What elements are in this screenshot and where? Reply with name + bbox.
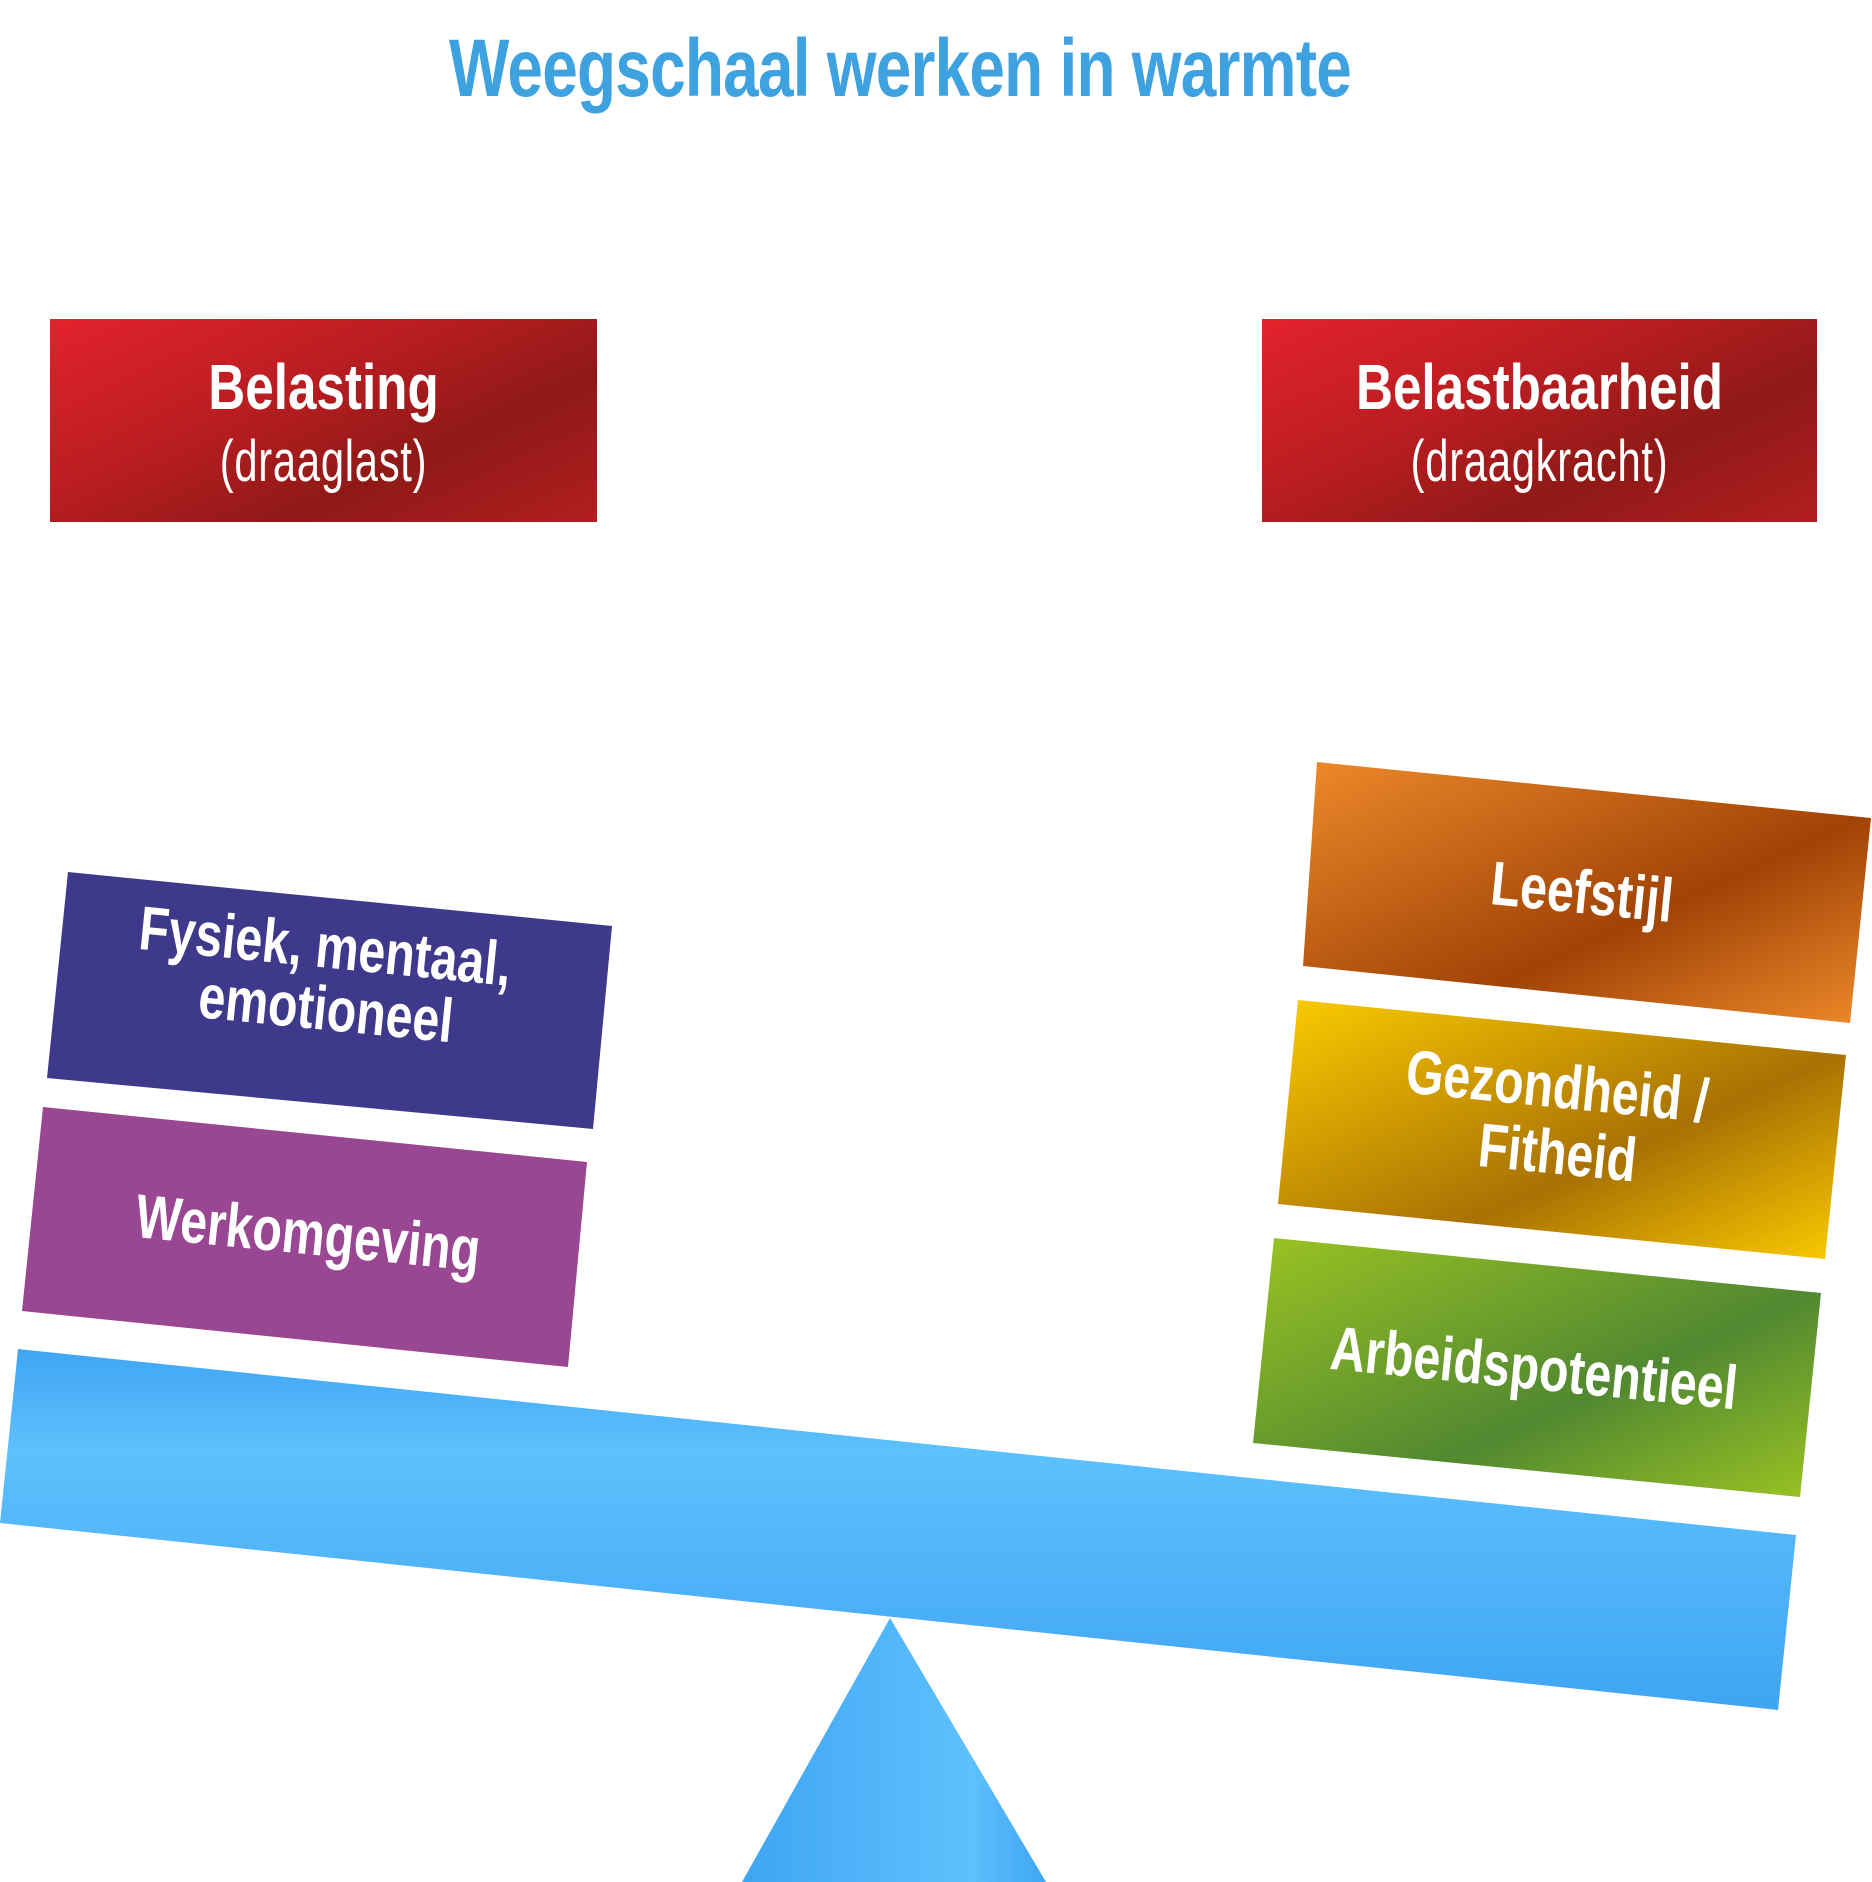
right-block-arbeidspotentieel: Arbeidspotentieel [1253, 1238, 1821, 1497]
fulcrum [742, 1618, 1046, 1882]
right-block-gezondheid-line2: Fitheid [1475, 1110, 1640, 1195]
header-belasting-title: Belasting [208, 351, 439, 423]
left-block-fysiek: Fysiek, mentaal, emotioneel [47, 872, 612, 1129]
page-title: Weegschaal werken in warmte [448, 23, 1352, 114]
right-block-leefstijl: Leefstijl [1303, 762, 1871, 1023]
header-belastbaarheid: Belastbaarheid (draagkracht) [1262, 319, 1817, 522]
right-block-gezondheid-shape [1278, 1000, 1846, 1259]
left-block-werkomgeving: Werkomgeving [22, 1107, 587, 1367]
header-belastbaarheid-title: Belastbaarheid [1355, 351, 1724, 423]
left-block-werkomgeving-shape [22, 1107, 587, 1367]
scale-beam [0, 1349, 1796, 1710]
left-block-fysiek-shape [47, 872, 612, 1129]
header-belasting-subtitle: (draaglast) [219, 429, 428, 494]
header-belastbaarheid-subtitle: (draagkracht) [1410, 429, 1669, 494]
right-block-arbeidspotentieel-shape [1253, 1238, 1821, 1497]
right-block-leefstijl-shape [1303, 762, 1871, 1023]
header-belasting: Belasting (draaglast) [50, 319, 597, 522]
right-block-gezondheid: Gezondheid / Fitheid [1278, 1000, 1846, 1259]
